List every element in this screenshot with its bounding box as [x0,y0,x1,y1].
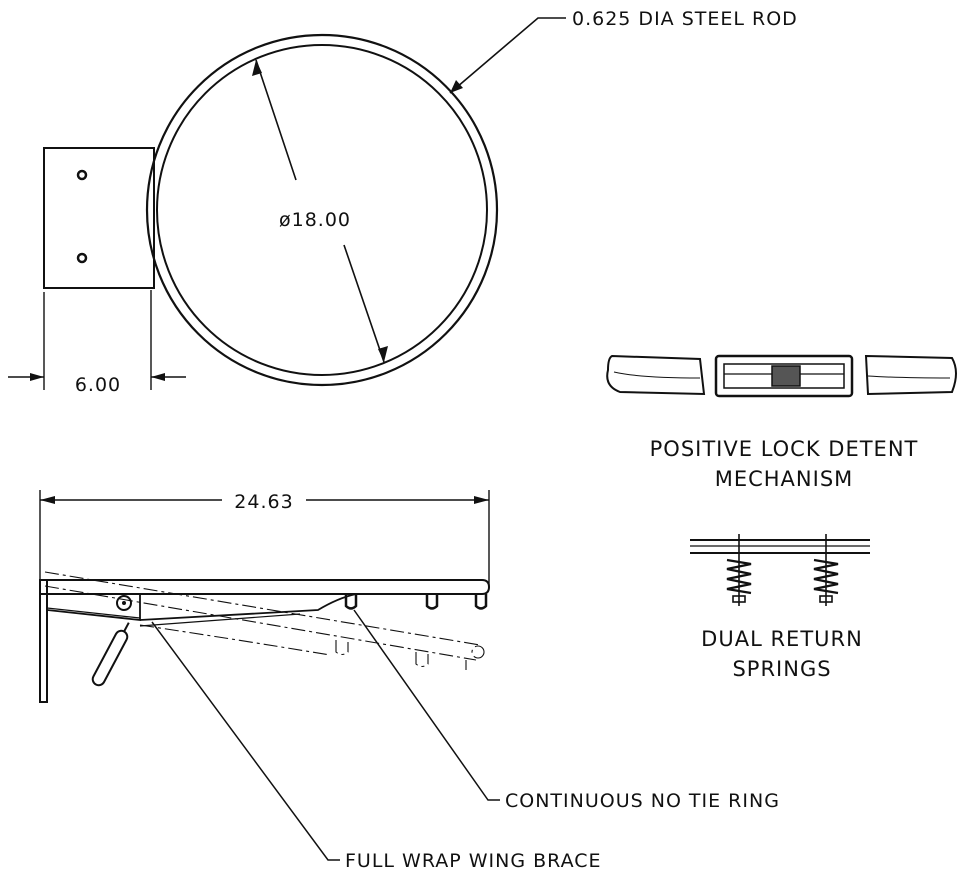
ring-callout-text: CONTINUOUS NO TIE RING [505,790,780,812]
detent-title-line1: POSITIVE LOCK DETENT [650,437,919,461]
spring-cylinder [91,622,130,687]
hoop-ring-inner [156,44,488,376]
spring-cylinder-rod [123,622,130,632]
detent-right-bar [864,354,957,396]
rim-bar [39,579,491,595]
plate-width-text: 6.00 [75,374,121,396]
brace-callout-text: FULL WRAP WING BRACE [345,850,602,872]
rod-callout: 0.625 DIA STEEL ROD [449,8,798,94]
mounting-plate [43,147,155,289]
plate-bolt-hole-upper [76,169,88,181]
springs-title-line1: DUAL RETURN [701,627,863,651]
pivot-bolt-center [122,601,126,605]
plate-arrow-right [151,373,165,381]
diameter-arrow-upper [252,60,262,76]
length-dim-text: 24.63 [234,491,293,513]
detent-right-bar-shade [867,375,951,379]
detent-left-bar-shade [613,371,701,379]
rod-callout-text: 0.625 DIA STEEL ROD [572,8,798,30]
spring-cylinder-body [91,629,129,687]
phantom-rim-bottom [44,585,477,661]
side-wall-plate [39,579,48,703]
phantom-position [44,571,485,670]
detent-block [771,365,801,387]
spring-right [813,534,839,606]
bracket-brace [46,607,141,619]
rod-leader-arrow [450,80,463,93]
spring-left-nut [732,595,746,603]
ring-leader-line [353,609,500,801]
detent-housing [714,354,854,398]
phantom-rim-top [44,571,481,646]
plate-bolt-hole-lower [76,252,88,264]
phantom-rim-end [471,645,485,659]
net-hook-2 [425,594,439,610]
wing-brace [139,593,357,621]
side-view: 24.63 [39,490,780,872]
spring-right-coil [813,558,839,595]
diameter-line-lower [343,244,385,363]
spring-left [726,534,752,606]
wing-brace-lower [139,613,301,627]
detent-housing-inner [723,363,845,389]
diameter-line-upper [255,59,297,181]
length-arrow-right [474,496,489,504]
detent-title-line2: MECHANISM [715,467,854,491]
plate-width-dimension: 6.00 [8,290,186,396]
brace-leader-line [151,621,340,861]
plate-arrow-left [30,373,44,381]
diameter-arrow-lower [378,346,388,362]
phantom-brace [139,624,331,656]
spring-left-coil [726,558,752,595]
detent-left-bar [606,354,706,396]
phantom-hook-1 [335,640,349,656]
rod-leader-line [449,17,566,94]
detent-detail: POSITIVE LOCK DETENT MECHANISM [606,354,957,491]
diameter-dim-text: ø18.00 [279,209,351,231]
hoop-ring-outer [145,33,499,387]
net-hook-3 [474,594,488,610]
top-view: ø18.00 0.625 DIA STEEL ROD 6.00 [8,8,798,396]
length-arrow-left [40,496,55,504]
overall-length-dimension: 24.63 [39,490,490,588]
net-hook-1 [344,594,358,610]
spring-right-nut [819,595,833,603]
pivot-bolt [116,595,132,611]
springs-title-line2: SPRINGS [732,657,831,681]
springs-detail: DUAL RETURN SPRINGS [690,534,870,681]
diameter-dimension: ø18.00 [252,59,388,363]
phantom-hook-2 [415,652,429,668]
